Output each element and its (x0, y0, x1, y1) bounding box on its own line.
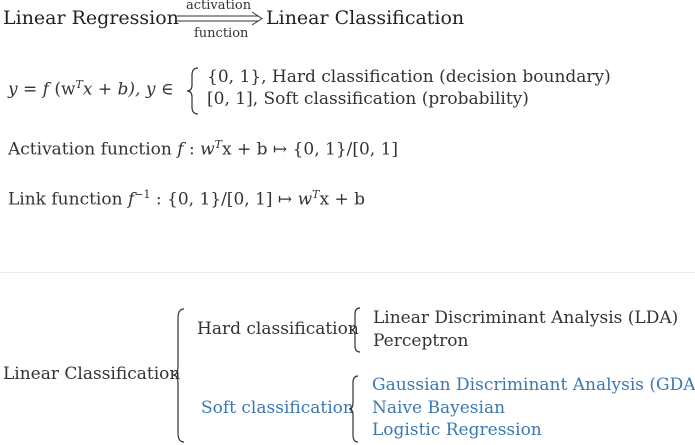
hard-classification-label: Hard classification (197, 319, 359, 339)
header-left: Linear Regression (3, 7, 179, 29)
case-hard: {0, 1}, Hard classification (decision bo… (207, 67, 611, 87)
header-right: Linear Classification (266, 7, 465, 29)
hard-item-lda: Linear Discriminant Analysis (LDA) (373, 308, 679, 328)
section-divider (0, 272, 695, 273)
equation-lhs: y = f (wTx + b), y ∈ (8, 78, 174, 100)
soft-item-gda[interactable]: Gaussian Discriminant Analysis (GDA) (372, 375, 695, 395)
root-brace-icon (172, 308, 185, 443)
soft-classification-label: Soft classification (201, 398, 354, 418)
arrow-bottom-label: function (194, 26, 249, 41)
activation-line: Activation function f : wTx + b ↦ {0, 1}… (8, 138, 399, 160)
case-soft: [0, 1], Soft classification (probability… (207, 89, 529, 109)
arrow-top-label: activation (186, 0, 252, 13)
link-line: Link function f−1 : {0, 1}/[0, 1] ↦ wTx … (8, 188, 366, 210)
double-arrow-icon (177, 11, 263, 26)
hard-item-perceptron: Perceptron (373, 331, 469, 351)
soft-brace-icon (348, 375, 359, 443)
soft-item-naive-bayesian[interactable]: Naive Bayesian (372, 398, 506, 418)
hard-brace-icon (350, 307, 361, 353)
tree-root: Linear Classification (3, 364, 181, 384)
cases-brace-icon (186, 67, 199, 115)
soft-item-logistic-regression[interactable]: Logistic Regression (372, 420, 542, 440)
